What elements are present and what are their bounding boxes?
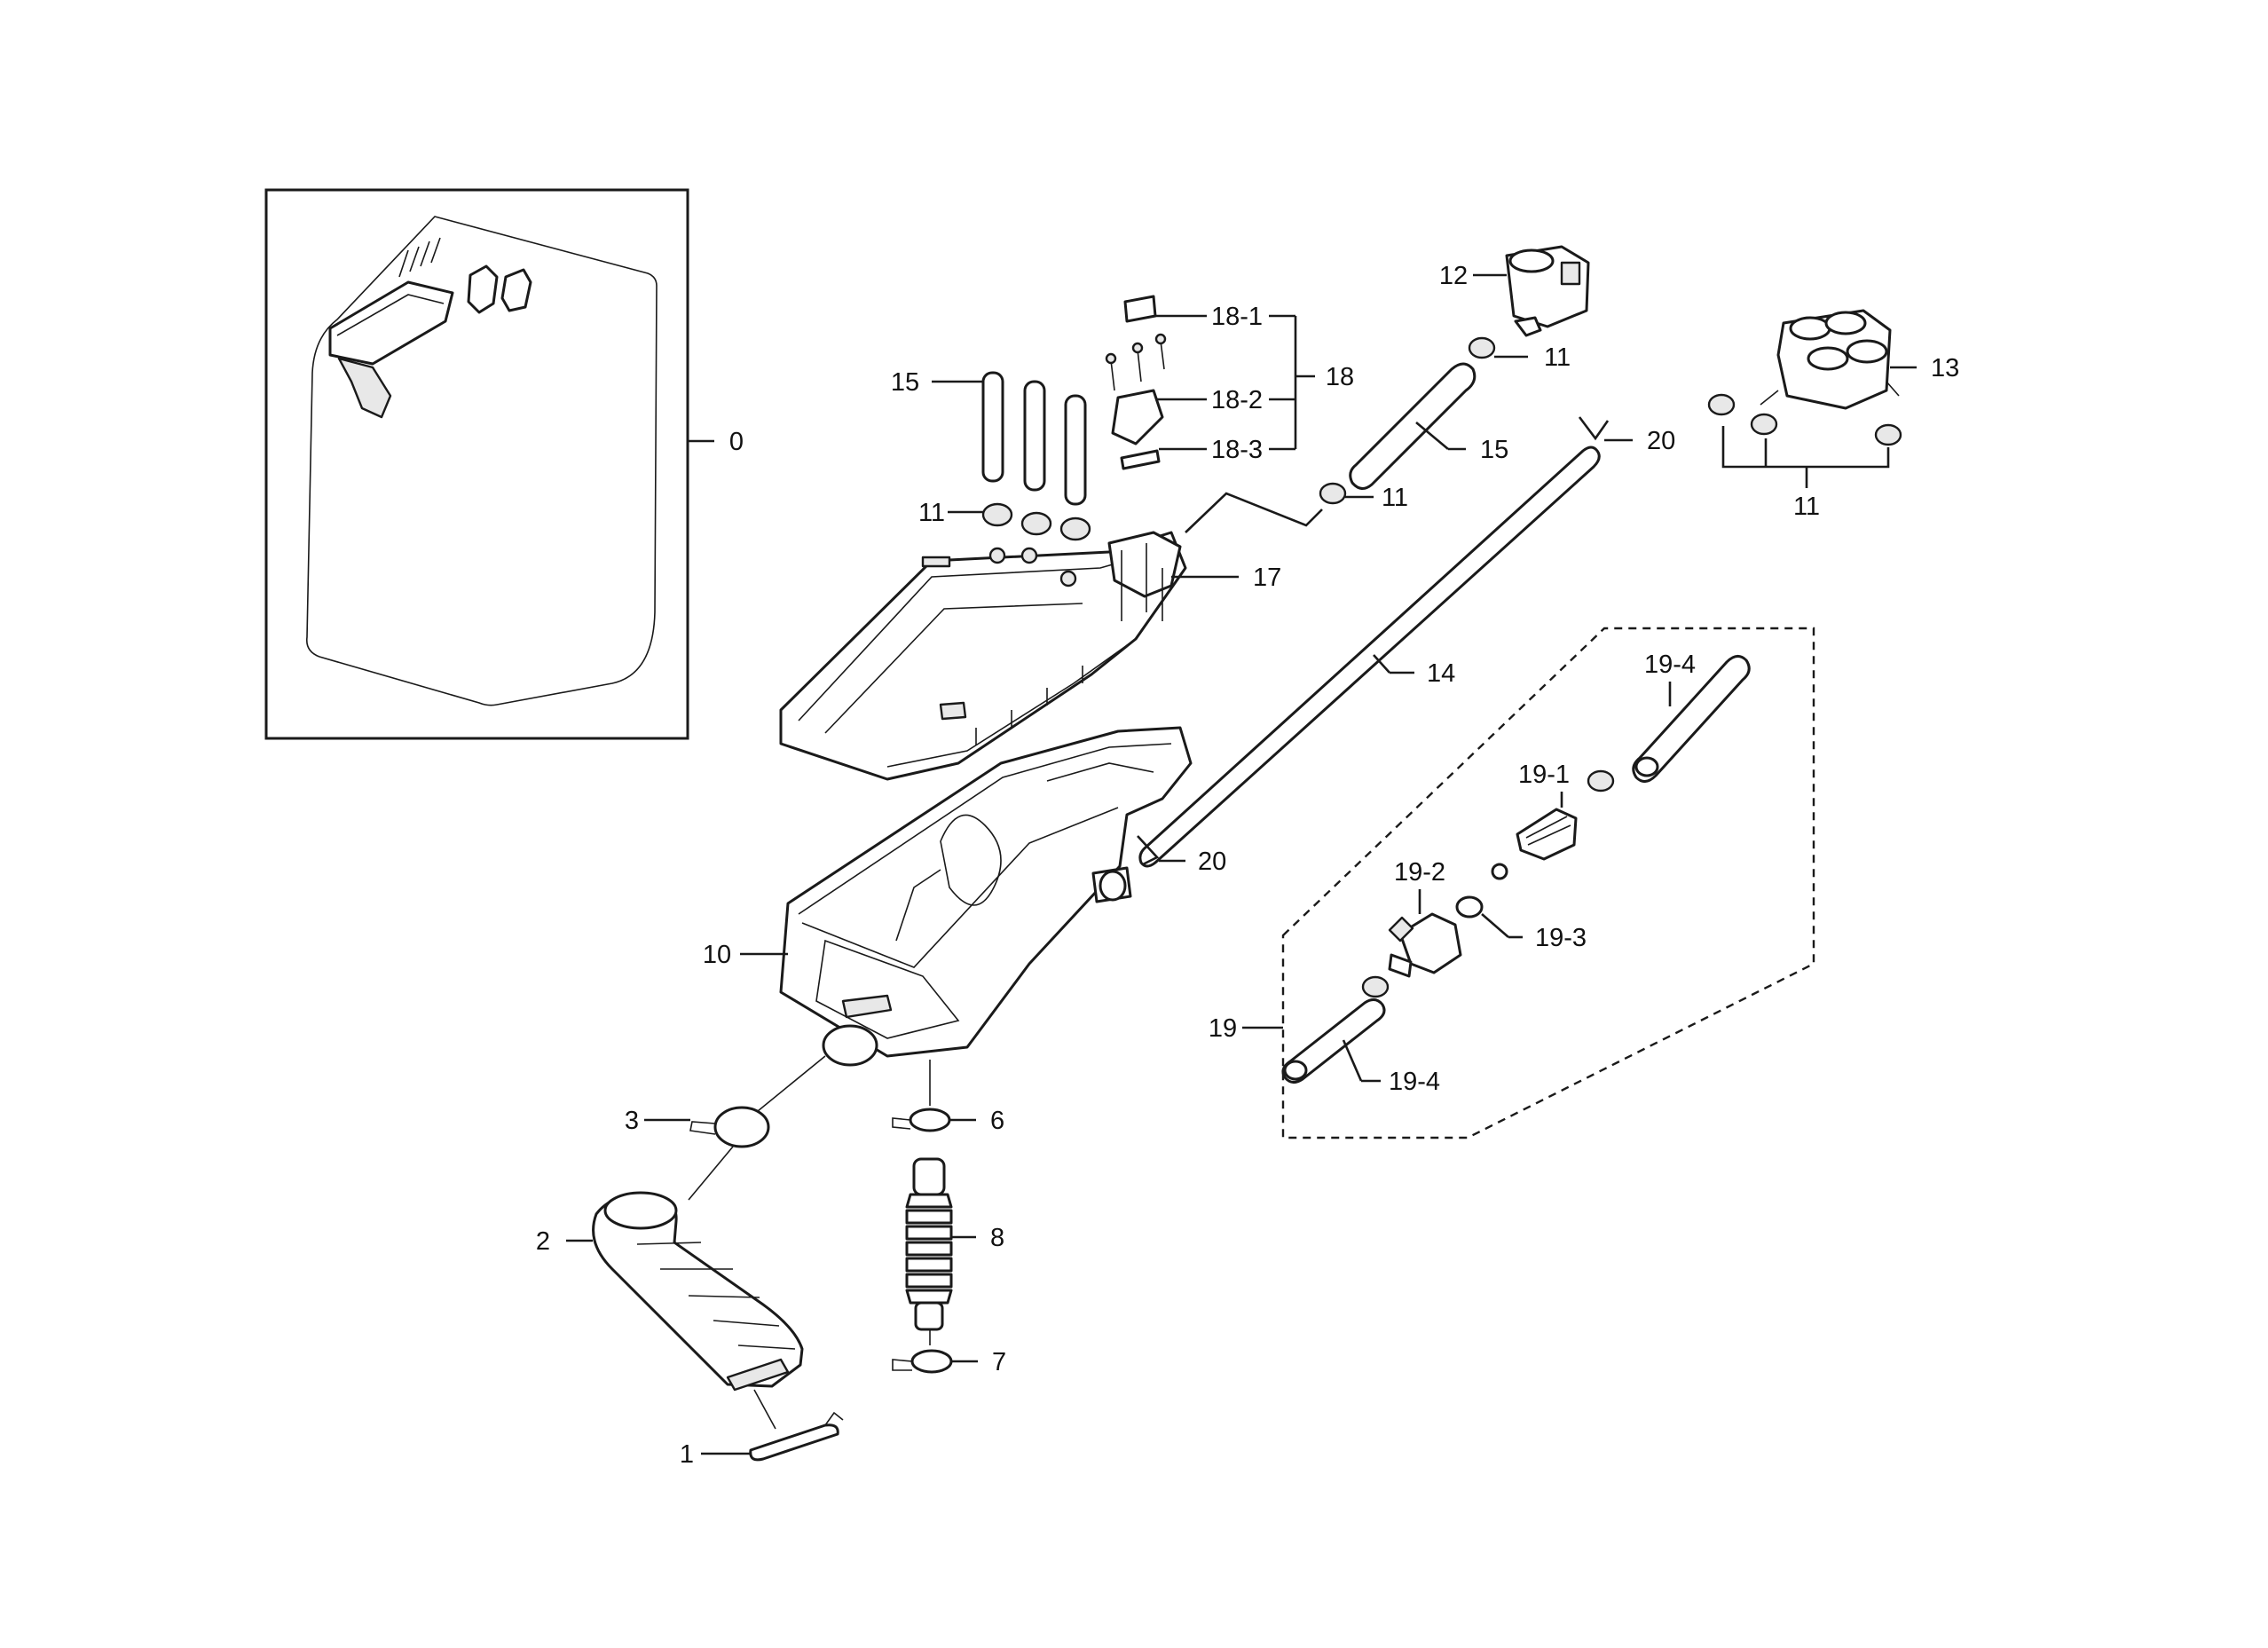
label-12: 12: [1439, 262, 1468, 290]
label-7: 7: [992, 1348, 1006, 1376]
dispenser-housing-part-10: 10: [703, 726, 1193, 1067]
label-8: 8: [990, 1224, 1004, 1252]
label-20-upper: 20: [1647, 427, 1675, 455]
water-valve-part-12: 12: [1439, 245, 1590, 337]
label-15-right: 15: [1480, 436, 1508, 464]
label-17: 17: [1253, 564, 1281, 592]
hose-clamp-part-6: 6: [892, 1060, 1004, 1135]
label-2: 2: [536, 1227, 550, 1256]
label-11-upper: 11: [1544, 343, 1571, 372]
label-19-4-upper: 19-4: [1644, 651, 1696, 679]
label-15-left: 15: [891, 368, 919, 397]
bracket-group-part-18: 18-1 18-2 18-3 18: [1105, 295, 1354, 470]
label-18: 18: [1326, 363, 1354, 391]
nozzle-kit-part-19: 19 19-4 19-1 19-3 19-2 19-4: [1209, 627, 1815, 1139]
hose-clamp-part-7: 7: [892, 1348, 1006, 1376]
hose-set-part-15-left: 15: [891, 368, 1087, 506]
drain-bellows-part-8: 8: [905, 1157, 1004, 1345]
label-19: 19: [1209, 1014, 1237, 1043]
label-19-2: 19-2: [1394, 858, 1445, 887]
label-11-right: 11: [1793, 493, 1820, 521]
label-20-lower: 20: [1198, 848, 1226, 876]
label-10: 10: [703, 941, 731, 969]
label-1: 1: [680, 1440, 694, 1469]
label-19-4-lower: 19-4: [1389, 1068, 1440, 1096]
hose-part-15-right: 15: [1349, 362, 1508, 490]
label-18-1: 18-1: [1211, 303, 1263, 331]
clamp-ring-part-3: 3: [625, 1055, 826, 1201]
pin-part-20-upper: 20: [1578, 416, 1675, 455]
label-18-3: 18-3: [1211, 436, 1263, 464]
bellows-hose-part-2: 2: [536, 1191, 804, 1392]
hose-clamp-part-1: 1: [680, 1389, 844, 1469]
clamp-part-11-mid: 11: [1185, 482, 1408, 533]
assembly-overview-box: 0: [264, 188, 744, 740]
pin-part-20-lower: 20: [1137, 835, 1226, 876]
label-11-left: 11: [918, 499, 945, 527]
label-19-1: 19-1: [1518, 761, 1570, 789]
dispenser-cover-part-17: 17: [779, 531, 1281, 781]
label-11-mid: 11: [1382, 484, 1408, 512]
clamp-set-part-11-left: 11: [918, 499, 1091, 541]
clamp-part-11-upper: 11: [1468, 336, 1571, 372]
label-6: 6: [990, 1107, 1004, 1135]
label-19-3: 19-3: [1535, 924, 1587, 952]
label-13: 13: [1931, 354, 1959, 382]
label-3: 3: [625, 1107, 639, 1135]
label-14: 14: [1427, 659, 1455, 688]
label-18-2: 18-2: [1211, 386, 1263, 414]
rod-part-14: 14: [1138, 446, 1601, 868]
water-valve-part-13: 13 11: [1707, 309, 1959, 521]
label-0: 0: [729, 428, 744, 456]
